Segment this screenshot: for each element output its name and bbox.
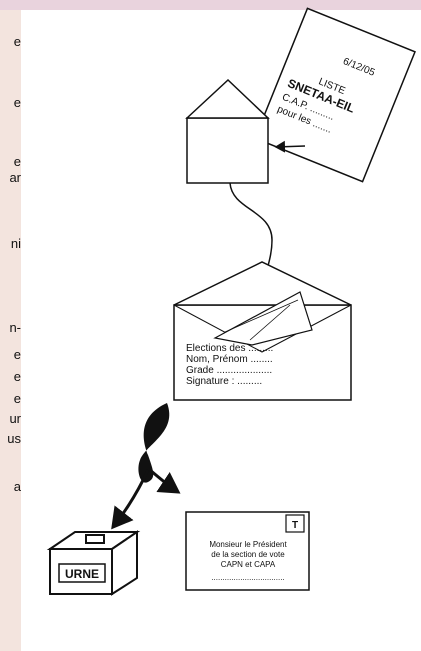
envelope-field-signature: Signature : ......... <box>186 376 262 387</box>
arrow-to-ballot-box <box>113 470 148 527</box>
arrow-to-outer-envelope <box>150 470 178 492</box>
arrow-card-to-envelope <box>276 146 305 147</box>
address-line-4: ................................. <box>211 573 284 582</box>
small-envelope <box>187 80 268 183</box>
large-envelope: Elections des ......... Nom, Prénom ....… <box>174 262 351 400</box>
split-brace <box>138 403 169 483</box>
address-line-1: Monsieur le Président <box>209 540 287 549</box>
ballot-slot <box>86 535 104 543</box>
envelope-field-grade: Grade .................... <box>186 365 272 376</box>
ballot-box-label: URNE <box>65 567 99 581</box>
envelope-field-elections: Elections des ......... <box>186 343 273 354</box>
outer-envelope: T Monsieur le Président de la section de… <box>186 512 309 590</box>
ballot-list-card: 6/12/05 LISTE SNETAA-EIL C.A.P. ........… <box>255 8 415 181</box>
ballot-box: URNE <box>50 532 137 594</box>
address-line-2: de la section de vote <box>211 550 285 559</box>
envelope-field-name: Nom, Prénom ........ <box>186 354 273 365</box>
address-line-3: CAPN et CAPA <box>221 560 276 569</box>
stamp-letter: T <box>292 520 298 531</box>
